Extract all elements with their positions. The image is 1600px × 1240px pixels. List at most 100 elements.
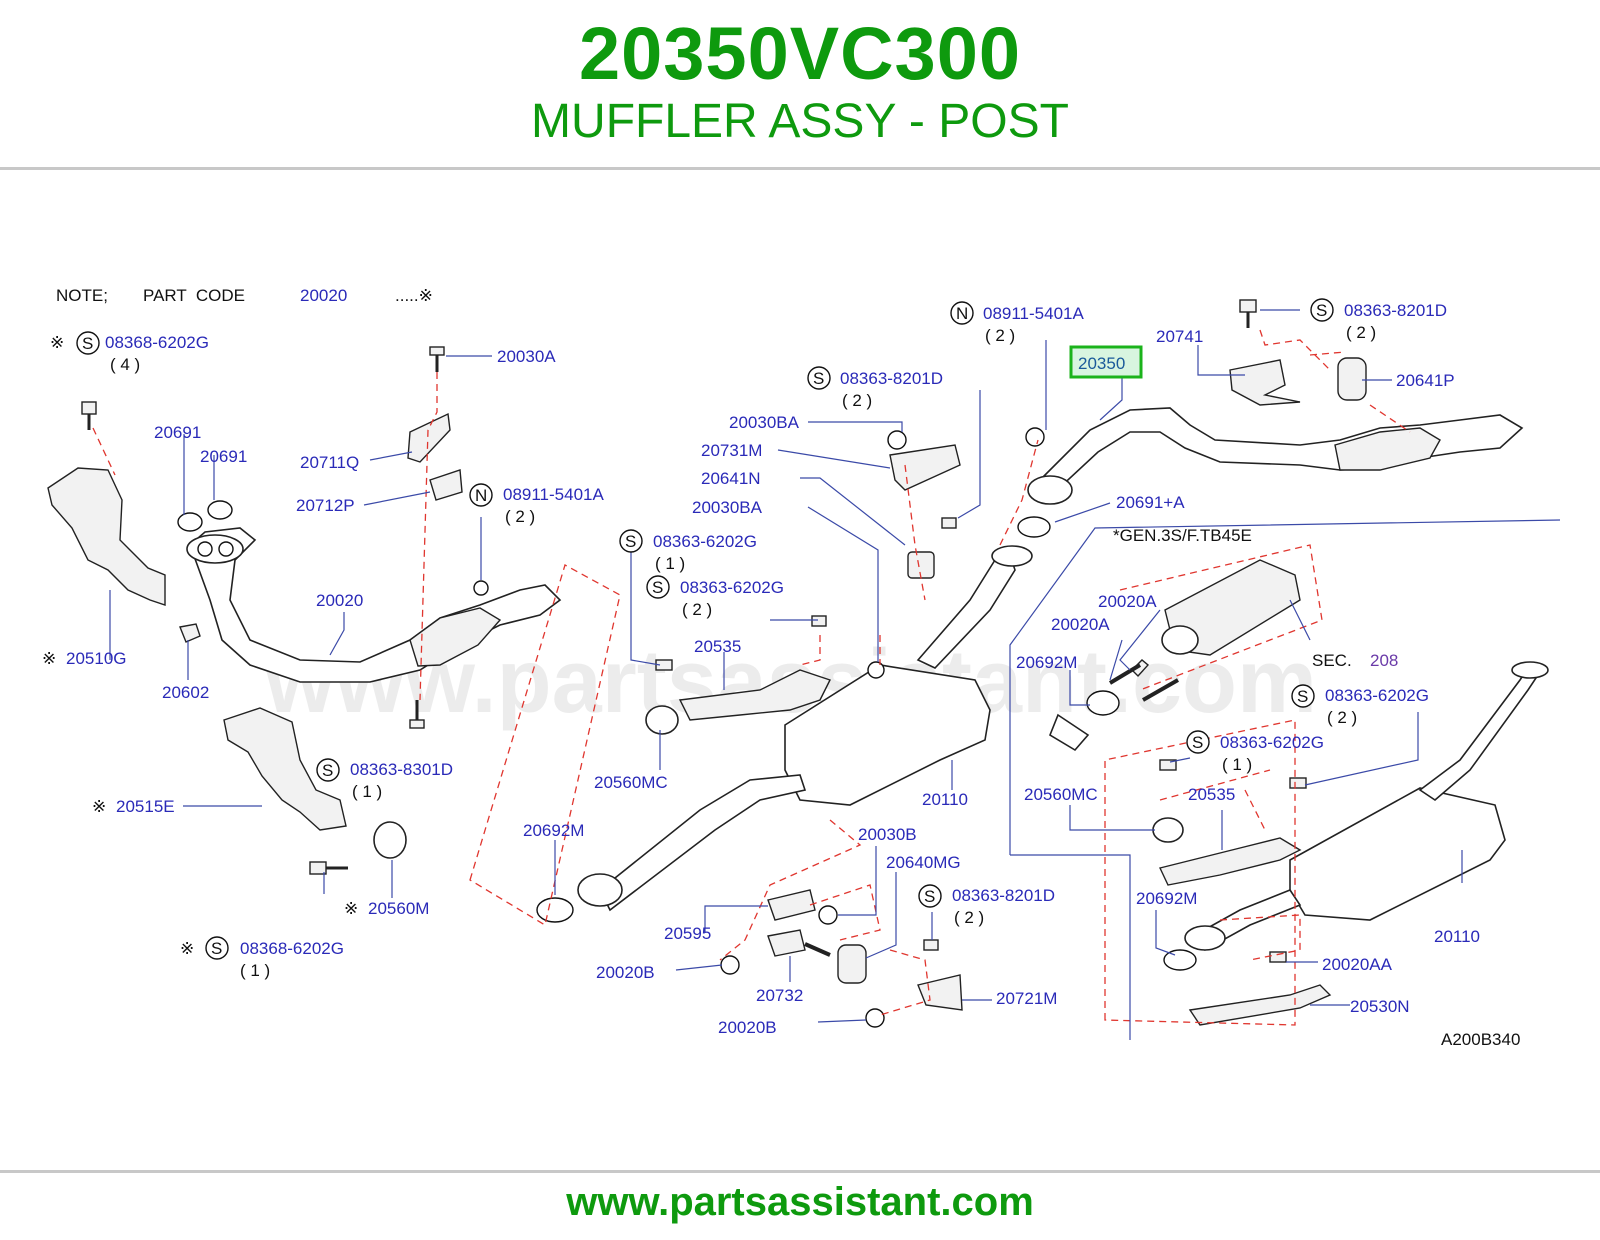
stud-20020a-b-stem: [1142, 678, 1179, 702]
callout-c48-part[interactable]: 20692M: [1136, 889, 1197, 908]
callout-c4-part[interactable]: 20691: [200, 447, 247, 466]
callout-c27-circle-letter: S: [652, 578, 663, 597]
tailpipe-20350-shape: [1038, 407, 1524, 494]
callout-c11-qty: ( 1 ): [352, 782, 382, 801]
bolt-08363-8201d-b-shape: [923, 939, 939, 951]
callout-c28-part[interactable]: 20535: [694, 637, 741, 656]
callout-c14-circle-letter: S: [211, 939, 222, 958]
callout-c9-prefix: ※: [42, 649, 56, 668]
callout-c34-circle: [918, 884, 942, 908]
callout-c17-part[interactable]: 20741: [1156, 327, 1203, 346]
callout-c16-part[interactable]: 20350: [1078, 354, 1125, 373]
callout-c34-qty: ( 2 ): [954, 908, 984, 927]
footer-divider: [0, 1170, 1600, 1173]
callout-c1-part[interactable]: 08368-6202G: [105, 333, 209, 352]
gasket-20692m-shape: [536, 897, 574, 923]
callout-c15-qty: ( 2 ): [985, 326, 1015, 345]
center-pipe-flange-shape: [577, 873, 623, 907]
callout-c34-circle-letter: S: [924, 887, 935, 906]
callout-c21-part[interactable]: 20030BA: [729, 413, 800, 432]
callout-c24-part[interactable]: 20030BA: [692, 498, 763, 517]
callout-c47-part[interactable]: 20535: [1188, 785, 1235, 804]
callout-c23-part[interactable]: 20641N: [701, 469, 761, 488]
callout-c8-part[interactable]: 20020: [316, 591, 363, 610]
callout-c42-part[interactable]: 20692M: [1016, 653, 1077, 672]
callout-c40-part[interactable]: 20020A: [1098, 592, 1157, 611]
callout-c7-qty: ( 2 ): [505, 507, 535, 526]
callout-c18-part[interactable]: 08363-8201D: [1344, 301, 1447, 320]
callout-c43-sec-link[interactable]: 208: [1370, 651, 1398, 670]
callout-c6-part[interactable]: 20712P: [296, 496, 355, 515]
callout-c7-part[interactable]: 08911-5401A: [503, 485, 604, 504]
callout-c31-part[interactable]: 20692M: [523, 821, 584, 840]
callout-c12-part[interactable]: 20515E: [116, 797, 175, 816]
callout-c50-part[interactable]: 20020AA: [1322, 955, 1393, 974]
callout-c35-part[interactable]: 20595: [664, 924, 711, 943]
callout-c12-prefix: ※: [92, 797, 106, 816]
callout-labels: ※ S 08368-6202G ( 4 ) 20030A 20691 20691…: [42, 298, 1520, 1049]
gasket-20691-b-shape: [207, 500, 233, 520]
callout-c2-part[interactable]: 20030A: [497, 347, 556, 366]
callout-c19-part[interactable]: 20641P: [1396, 371, 1455, 390]
nut-20602-shape: [179, 623, 201, 643]
stud-20020a-a-stem: [1108, 663, 1142, 685]
callout-c29-part[interactable]: 20560MC: [594, 773, 668, 792]
bracket-20711q-shape: [407, 412, 451, 463]
note-part-code-value[interactable]: 20020: [300, 286, 347, 305]
highlighted-part-box[interactable]: [1069, 345, 1143, 379]
nut-20020b-b-shape: [865, 1008, 885, 1028]
callout-c10-part[interactable]: 20602: [162, 683, 209, 702]
callout-c45-circle-letter: S: [1192, 733, 1203, 752]
callout-c20-part[interactable]: 08363-8201D: [840, 369, 943, 388]
bolt-08363-8201d-shape: [941, 517, 957, 529]
inset-muffler-shape: [1289, 787, 1506, 921]
bolt-08363-6202g-b-shape: [811, 615, 827, 627]
bracket-20732-shape: [767, 929, 806, 957]
bolt-20030a-shape: [429, 346, 445, 356]
callout-c9-part[interactable]: 20510G: [66, 649, 127, 668]
callout-c15-part[interactable]: 08911-5401A: [983, 304, 1084, 323]
callout-c32-part[interactable]: 20030B: [858, 825, 917, 844]
callout-c41-part[interactable]: 20020A: [1051, 615, 1110, 634]
gasket-20692m-c-shape: [1163, 949, 1197, 971]
callout-c44-part[interactable]: 08363-6202G: [1325, 686, 1429, 705]
clamp-20560m-shape: [373, 821, 407, 859]
callout-c14-part[interactable]: 08368-6202G: [240, 939, 344, 958]
page-header: 20350VC300 MUFFLER ASSY - POST: [0, 0, 1600, 170]
callout-c26-part[interactable]: 08363-6202G: [653, 532, 757, 551]
callout-c51-part[interactable]: 20530N: [1350, 997, 1410, 1016]
callout-c49-part[interactable]: 20110: [1434, 927, 1480, 946]
rubber-mount-20641p-shape: [1337, 357, 1367, 401]
callout-c25-part[interactable]: 20691+A: [1116, 493, 1185, 512]
callout-c45-part[interactable]: 08363-6202G: [1220, 733, 1324, 752]
footer-website-link[interactable]: www.partsassistant.com: [566, 1180, 1034, 1224]
front-catalyst-shape: [409, 607, 502, 667]
callout-c30-part[interactable]: 20110: [922, 790, 968, 809]
callout-c3-part[interactable]: 20691: [154, 423, 201, 442]
callout-c37-part[interactable]: 20732: [756, 986, 803, 1005]
callout-c36-part[interactable]: 20020B: [596, 963, 655, 982]
tailpipe-flange-shape: [1027, 475, 1073, 505]
stud-20020a-a-shape: [1131, 659, 1150, 678]
callout-c34-part[interactable]: 08363-8201D: [952, 886, 1055, 905]
inset-pipe-stub-shape: [1049, 713, 1090, 752]
callout-c33-part[interactable]: 20640MG: [886, 853, 961, 872]
callout-c27-part[interactable]: 08363-6202G: [680, 578, 784, 597]
callout-c15-circle-letter: N: [956, 304, 968, 323]
callout-c38-part[interactable]: 20721M: [996, 989, 1057, 1008]
callout-c22-part[interactable]: 20731M: [701, 441, 762, 460]
callout-c5-part[interactable]: 20711Q: [300, 453, 359, 472]
callout-c13-part[interactable]: 20560M: [368, 899, 429, 918]
heat-shield-20535-shape: [678, 669, 831, 721]
part-code-note: NOTE; PART CODE 20020 .....※: [56, 286, 433, 305]
callout-c20-qty: ( 2 ): [842, 391, 872, 410]
front-pipe-flange-shape: [186, 534, 244, 564]
callout-c45-qty: ( 1 ): [1222, 755, 1252, 774]
callout-c46-part[interactable]: 20560MC: [1024, 785, 1098, 804]
callout-c14-circle: [205, 936, 229, 960]
callout-c11-part[interactable]: 08363-8301D: [350, 760, 453, 779]
callout-c39-part[interactable]: 20020B: [718, 1018, 777, 1037]
bolt-20020aa-shape: [1269, 951, 1287, 963]
flange-hole-a: [197, 541, 213, 557]
